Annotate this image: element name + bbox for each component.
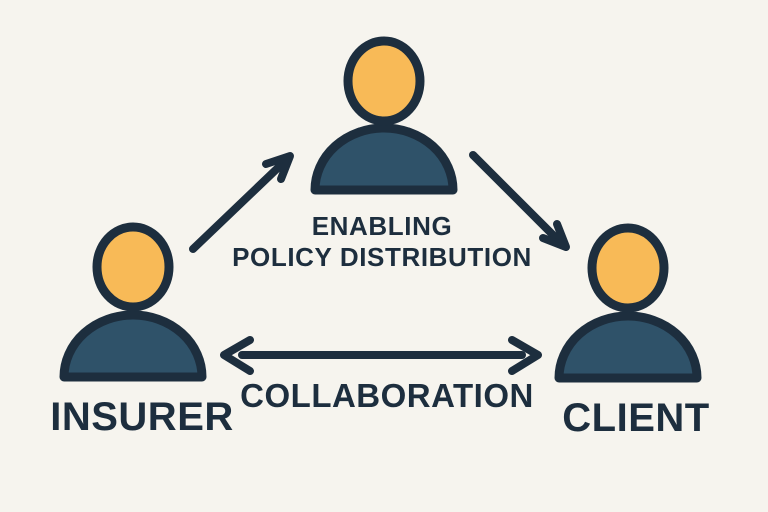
distributor-caption: ENABLING POLICY DISTRIBUTION: [232, 211, 532, 273]
distributor-caption-line2: POLICY DISTRIBUTION: [232, 242, 532, 272]
person-head: [92, 222, 174, 312]
arrow-insurer-to-distributor: [189, 152, 294, 253]
person-icon-insurer: [59, 222, 207, 382]
client-label: CLIENT: [562, 396, 710, 440]
arrow-distributor-to-client: [469, 151, 570, 251]
insurer-label: INSURER: [50, 395, 234, 439]
distributor-caption-line1: ENABLING: [311, 211, 453, 241]
person-body: [59, 310, 207, 382]
person-body: [554, 311, 702, 383]
person-icon-distributor: [310, 36, 458, 195]
arrow-collaboration-bidirectional: [220, 336, 542, 375]
collaboration-label: COLLABORATION: [240, 377, 534, 414]
person-icon-client: [554, 223, 702, 383]
person-head: [587, 223, 669, 313]
person-head: [343, 36, 425, 126]
person-body: [310, 123, 458, 195]
